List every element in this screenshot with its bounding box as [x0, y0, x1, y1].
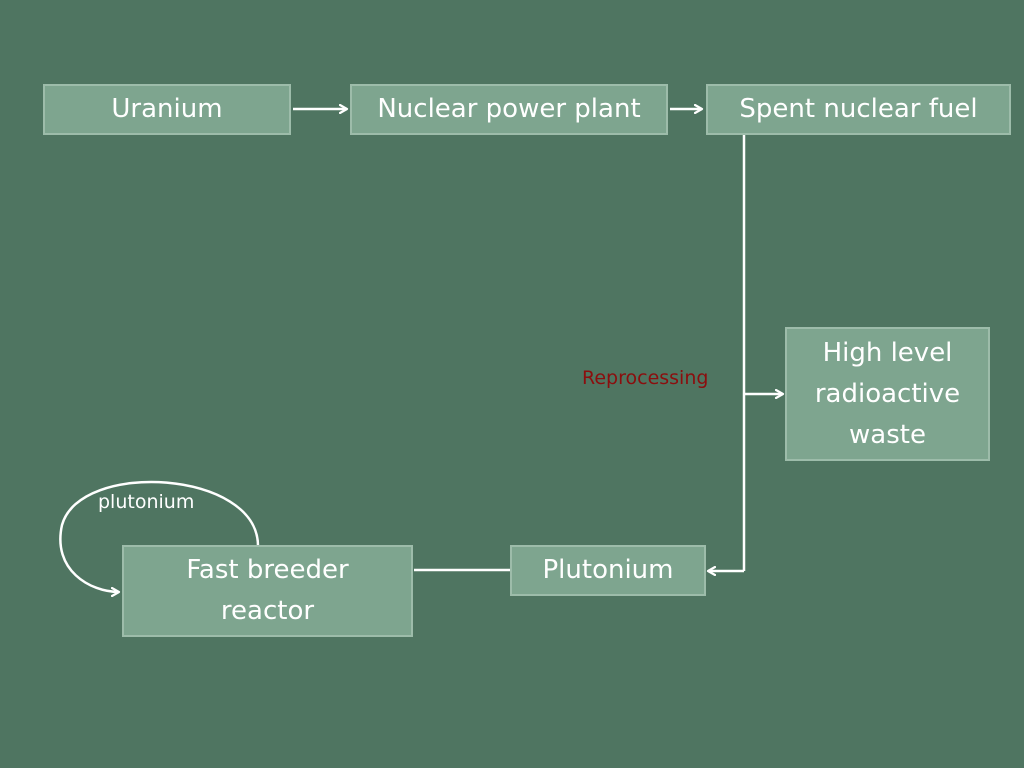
reactor-label-line2: reactor [220, 596, 315, 626]
reprocessing-label: Reprocessing [582, 367, 709, 389]
arrow-plutonium-loop [59, 480, 260, 592]
node-spent-nuclear-fuel-label: Spent nuclear fuel [739, 94, 978, 124]
node-fast-breeder-reactor: Fast breeder reactor [122, 545, 413, 637]
node-nuclear-power-plant: Nuclear power plant [350, 84, 668, 135]
node-plutonium-label: Plutonium [542, 555, 674, 585]
plutonium-loop-label: plutonium [98, 491, 195, 513]
waste-label-line3: waste [849, 419, 926, 450]
node-high-level-radioactive-waste: High level radioactive waste [785, 327, 990, 461]
reactor-label-line1: Fast breeder [186, 555, 349, 585]
node-uranium-label: Uranium [111, 94, 223, 124]
waste-label-line2: radioactive [814, 378, 961, 409]
waste-label-line1: High level [822, 337, 953, 368]
node-nuclear-power-plant-label: Nuclear power plant [377, 94, 641, 124]
node-plutonium: Plutonium [510, 545, 706, 596]
node-spent-nuclear-fuel: Spent nuclear fuel [706, 84, 1011, 135]
node-uranium: Uranium [43, 84, 291, 135]
